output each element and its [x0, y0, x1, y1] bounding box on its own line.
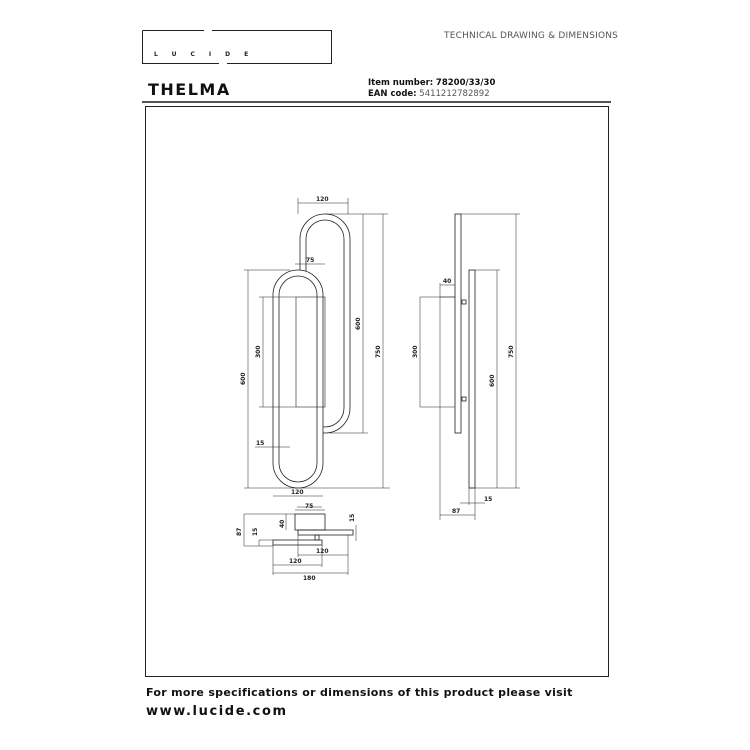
svg-text:75: 75 [306, 257, 314, 264]
side-view: 40 300 600 750 15 87 [412, 213, 520, 520]
svg-text:600: 600 [355, 317, 362, 330]
footer-note: For more specifications or dimensions of… [146, 686, 573, 699]
svg-text:LUCIDE: LUCIDE [154, 51, 262, 58]
svg-text:40: 40 [279, 520, 286, 528]
svg-text:15: 15 [484, 496, 492, 503]
svg-text:300: 300 [412, 345, 419, 358]
svg-text:600: 600 [240, 372, 247, 385]
svg-text:15: 15 [349, 514, 356, 522]
svg-text:120: 120 [316, 196, 329, 203]
drawing-frame [145, 106, 609, 677]
svg-text:87: 87 [236, 528, 243, 536]
svg-text:600: 600 [489, 374, 496, 387]
ean-code: 5411212782892 [419, 89, 490, 99]
product-name: THELMA [148, 80, 231, 99]
doc-type: TECHNICAL DRAWING & DIMENSIONS [444, 31, 619, 41]
svg-text:180: 180 [303, 575, 316, 582]
bottom-view: 75 40 87 15 15 120 120 180 [236, 503, 357, 582]
svg-text:120: 120 [289, 558, 302, 565]
front-view: 120 75 600 300 600 750 15 120 [240, 196, 390, 508]
header-divider [142, 101, 611, 103]
svg-text:300: 300 [255, 345, 262, 358]
product-info: Item number: 78200/33/30 EAN code: 54112… [368, 78, 496, 99]
svg-text:120: 120 [291, 489, 304, 496]
svg-text:75: 75 [305, 503, 313, 510]
lucide-logo: LUCIDE [142, 30, 332, 64]
svg-text:15: 15 [252, 528, 259, 536]
svg-text:40: 40 [443, 278, 451, 285]
svg-text:87: 87 [452, 508, 460, 515]
item-number: 78200/33/30 [435, 78, 496, 88]
svg-text:15: 15 [256, 440, 264, 447]
website-link[interactable]: www.lucide.com [146, 704, 288, 719]
svg-text:750: 750 [375, 345, 382, 358]
svg-text:750: 750 [508, 345, 515, 358]
svg-text:120: 120 [316, 548, 329, 555]
